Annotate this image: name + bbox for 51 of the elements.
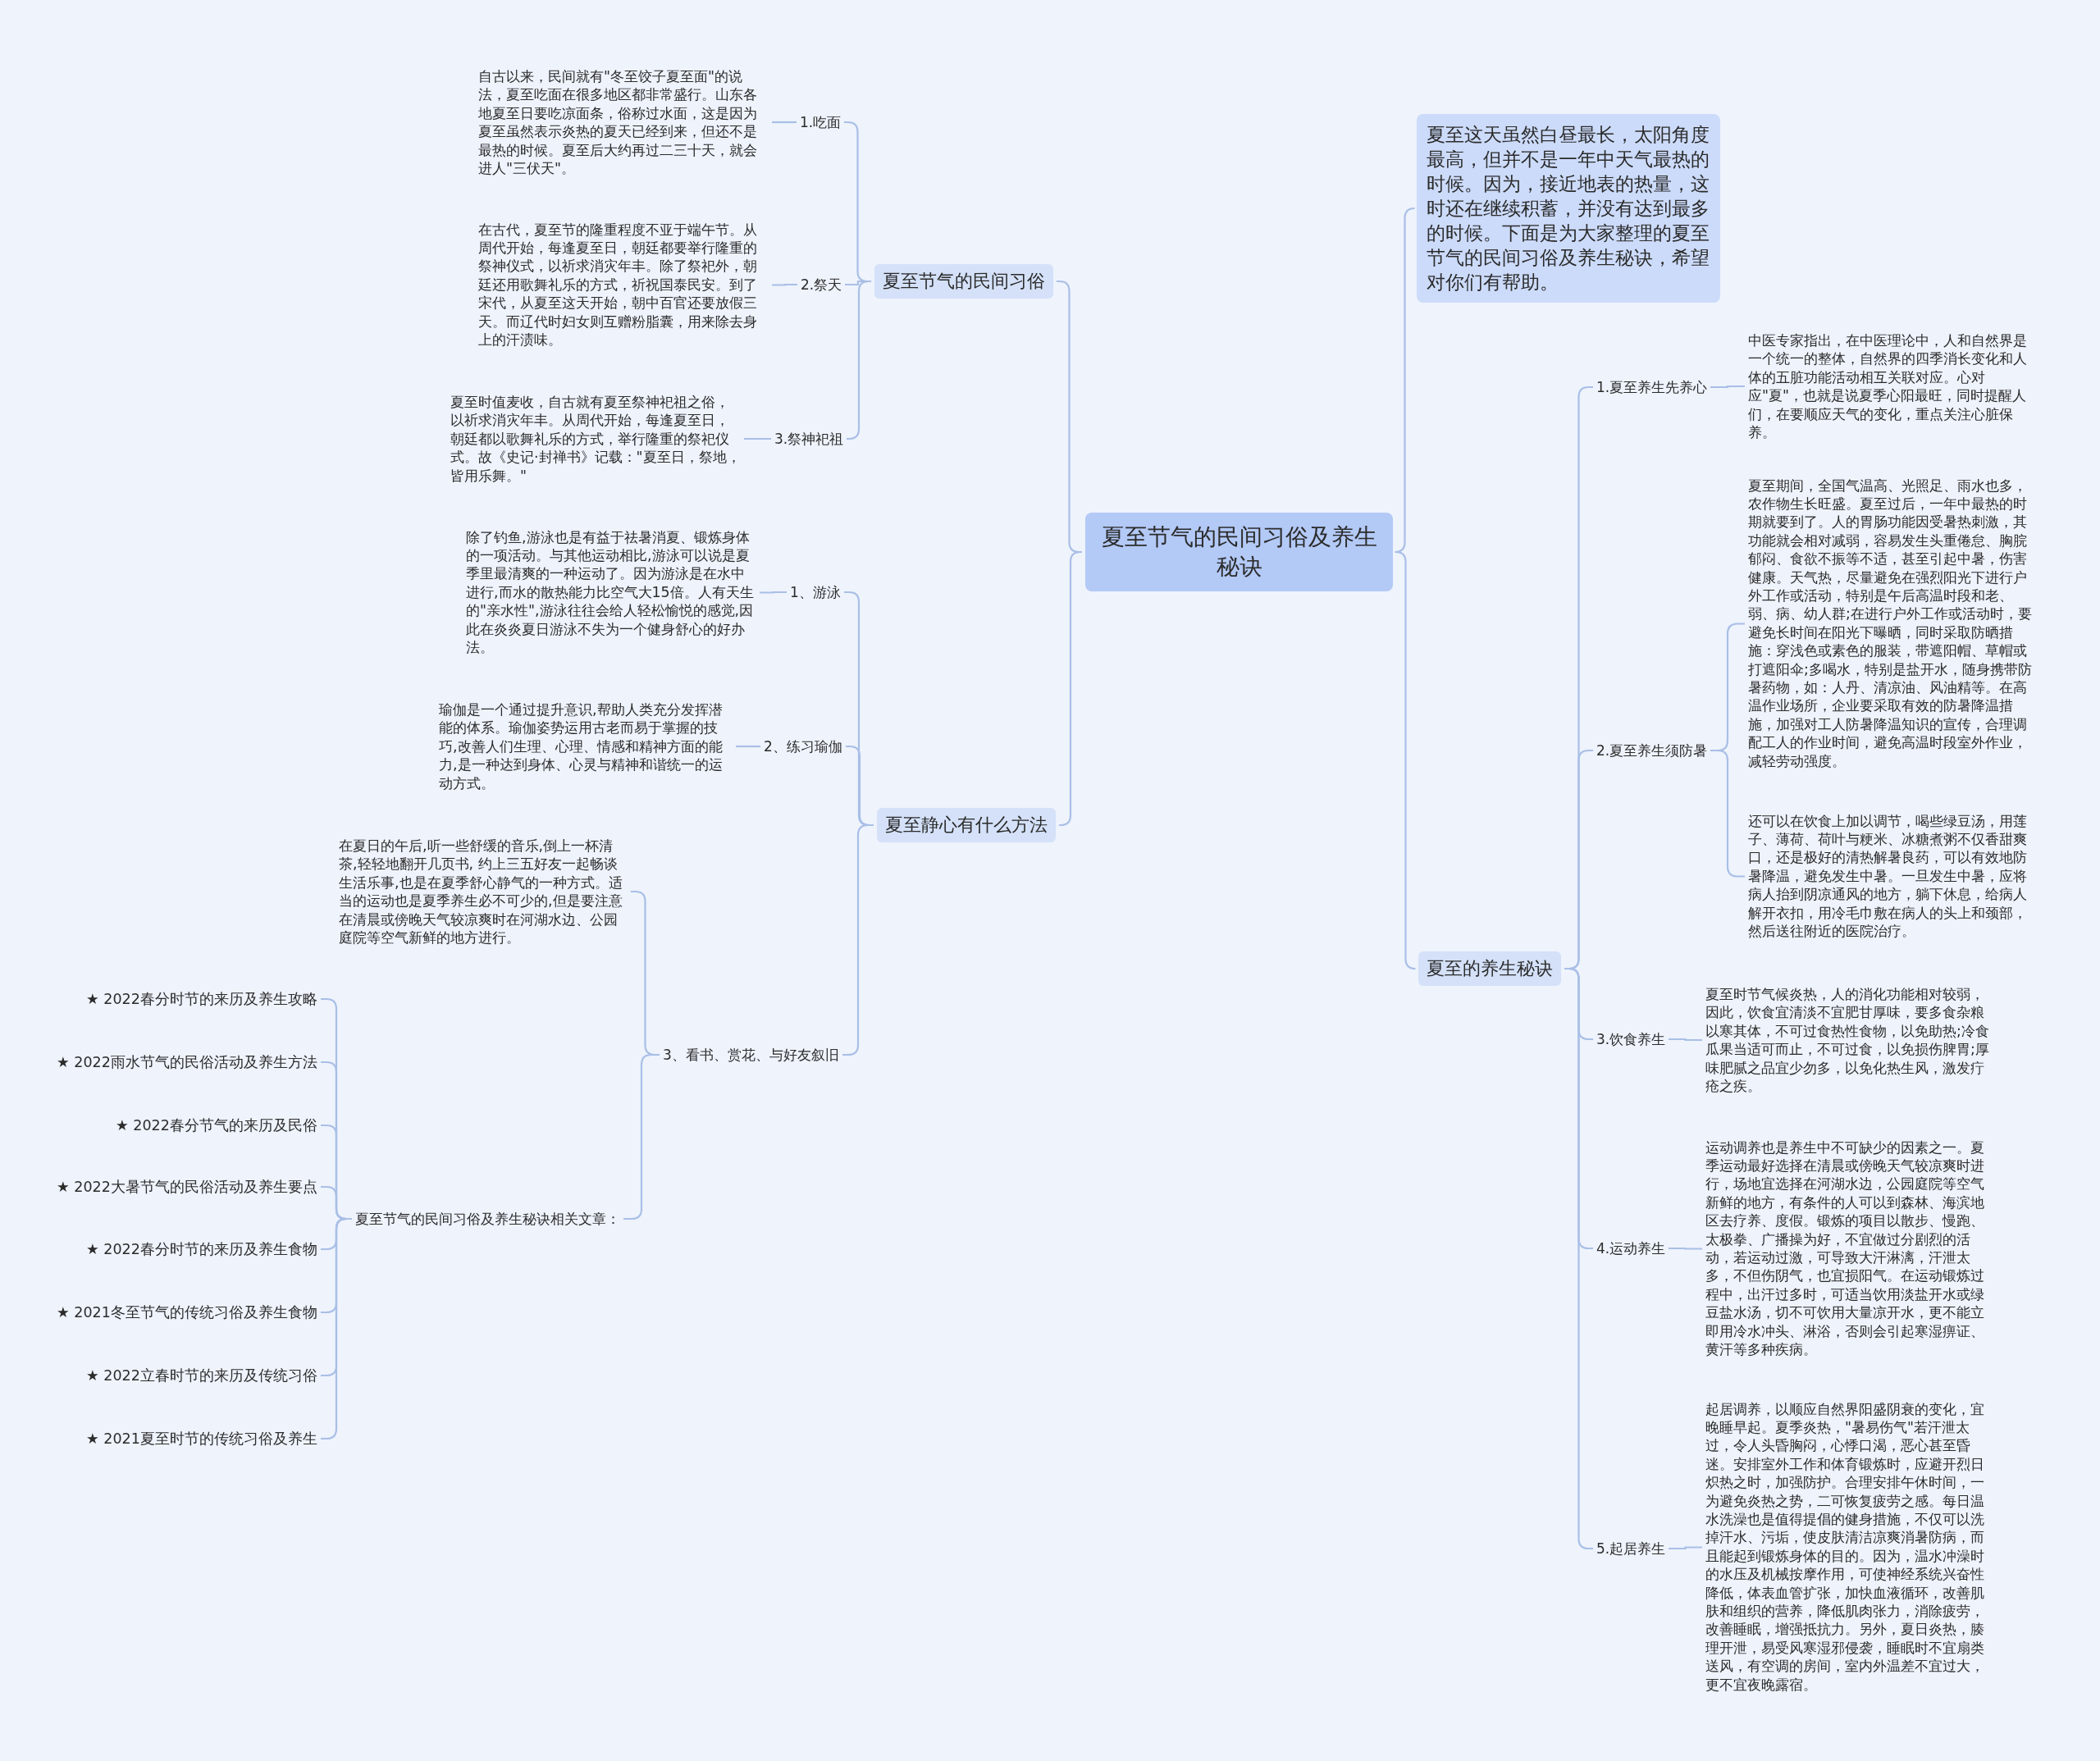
article-link-text: ★ 2022春分时节的来历及养生食物: [86, 1240, 317, 1258]
paragraph-text: 运动调养也是养生中不可缺少的因素之一。夏季运动最好选择在清晨或傍晚天气较凉爽时进行，场地宜选择在河湖水边，公园庭院等空气新鲜的地方，有条件的人可以到森林、海滨地区去疗养、度假。锻炼的项目以散步、慢跑、太极拳、广播操为好，不宜做过分剧烈的活动，若运动过激，可导致大汗淋漓，汗泄太多，不但伤阴气，也宜损阳气。在运动锻炼过程中，出汗过多时，可适当饮用淡盐开水或绿豆盐水汤，切不可饮用大量凉开水，更不能立即用冷水冲头、淋浴，否则会引起寒湿痹证、黄汗等多种疾病。: [1705, 1138, 1996, 1359]
connector-line: [760, 591, 787, 594]
connector-line: [1395, 550, 1417, 970]
subtopic-label: 1、游泳: [790, 583, 841, 601]
connector-line: [1669, 1247, 1702, 1250]
paragraph-text: 夏至时节气候炎热，人的消化功能相对较弱，因此，饮食宜清淡不宜肥甘厚味，要多食杂粮以寒其体，不可过食热性食物，以免助热;冷食瓜果当适可而止，不可过食，以免损伤脾胃;厚味肥腻之品宜少勿多，以免化热生风，激发疔疮之疾。: [1705, 985, 1996, 1096]
article-link-text: ★ 2022雨水节气的民俗活动及养生方法: [57, 1053, 317, 1071]
branch-topic-box: 夏至静心有什么方法: [877, 808, 1056, 842]
subtopic-label: 3.祭神祀祖: [774, 430, 844, 448]
connector-line: [1394, 207, 1416, 554]
connector-line: [1564, 967, 1593, 1550]
branch-topic-box: 夏至节气的民间习俗: [874, 264, 1053, 299]
connector-line: [736, 745, 760, 748]
paragraph-text: 自古以来，民间就有"冬至饺子夏至面"的说法，夏至吃面在很多地区都非常盛行。山东各地夏至日要吃凉面条，俗称过水面，这是因为夏至虽然表示炎热的夏天已经到来，但还不是最热的时候。夏至后大约再过二三十天，就会进人"三伏天"。: [478, 67, 769, 178]
connector-line: [847, 280, 871, 440]
subtopic-label: 4.运动养生: [1596, 1239, 1666, 1257]
paragraph-text: 夏至时值麦收，自古就有夏至祭神祀祖之俗，以祈求消灾年丰。从周代开始，每逢夏至日，朝廷都以歌舞礼乐的方式，举行隆重的祭祀仪式。故《史记·封禅书》记载："夏至日，祭地，皆用乐舞。": [450, 393, 741, 486]
connector-line: [744, 437, 771, 440]
subtopic-label: 5.起居养生: [1596, 1540, 1666, 1558]
connector-line: [1669, 1546, 1702, 1550]
subtopic-label: 1.吃面: [800, 113, 842, 131]
article-link-text: ★ 2021冬至节气的传统习俗及养生食物: [57, 1303, 317, 1321]
paragraph-text: 除了钓鱼,游泳也是有益于祛暑消夏、锻炼身体的一项活动。与其他运动相比,游泳可以说是夏季里最清爽的一种运动了。因为游泳是在水中进行,而水的散热能力比空气大15倍。人有天生的"亲水性",游泳往往会给人轻松愉悦的感觉,因此在炎炎夏日游泳不失为一个健身舒心的好办法。: [466, 527, 756, 657]
paragraph-text: 中医专家指出，在中医理论中，人和自然界是一个统一的整体，自然界的四季消长变化和人体的五脏功能活动相互关联对应。心对应"夏"，也就是说夏季心阳最旺，同时提醒人们，在要顺应天气的变化，重点关注心脏保养。: [1748, 331, 2038, 442]
central-topic-box: 夏至节气的民间习俗及养生秘诀: [1085, 513, 1393, 591]
connector-line: [1669, 1038, 1702, 1042]
subtopic-label: 3.饮食养生: [1596, 1030, 1666, 1048]
connector-line: [772, 121, 797, 124]
paragraph-text: 还可以在饮食上加以调节，喝些绿豆汤，用莲子、薄荷、荷叶与粳米、冰糖煮粥不仅香甜爽口，还是极好的清热解暑良药，可以有效地防暑降温，避免发生中暑。一旦发生中暑，应将病人抬到阴凉通风的地方，躺下休息，给病人解开衣扣，用冷毛巾敷在病人的头上和颈部，然后送往附近的医院治疗。: [1748, 811, 2038, 941]
subtopic-label: 2.祭天: [801, 276, 842, 294]
article-link-text: ★ 2021夏至时节的传统习俗及养生: [86, 1430, 317, 1448]
article-link-text: ★ 2022立春时节的来历及传统习俗: [86, 1366, 317, 1385]
article-link-text: ★ 2022春分时节的来历及养生攻略: [86, 990, 317, 1008]
article-link-text: ★ 2022春分节气的来历及民俗: [116, 1116, 317, 1134]
subtopic-label: 1.夏至养生先养心: [1596, 378, 1708, 396]
subtopic-label: 2、练习瑜伽: [764, 737, 842, 755]
connector-line: [1058, 550, 1083, 827]
paragraph-text: 瑜伽是一个通过提升意识,帮助人类充分发挥潜能的体系。瑜伽姿势运用古老而易于掌握的技巧,改善人们生理、心理、情感和精神方面的能力,是一种达到身体、心灵与精神和谐统一的运动方式。: [439, 700, 733, 793]
subtopic-label: 3、看书、赏花、与好友叙旧: [663, 1046, 839, 1064]
intro-box: 夏至这天虽然白昼最长，太阳角度最高，但并不是一年中天气最热的时候。因为，接近地表的热量，这时还在继续积蓄，并没有达到最多的时候。下面是为大家整理的夏至节气的民间习俗及养生秘诀，希望对你们有帮助。: [1417, 114, 1720, 303]
paragraph-text: 在夏日的午后,听一些舒缓的音乐,倒上一杯清茶,轻轻地翻开几页书, 约上三五好友一起畅谈生活乐事,也是在夏季舒心静气的一种方式。适当的运动也是夏季养生必不可少的,但是要注意在清晨或傍晚天气较凉爽时在河湖水边、公园庭院等空气新鲜的地方进行。: [339, 837, 628, 947]
connector-line: [772, 283, 797, 286]
paragraph-text: 起居调养，以顺应自然界阳盛阴衰的变化，宜晚睡早起。夏季炎热，"暑易伤气"若汗泄太过，令人头昏胸闷，心悸口渴，恶心甚至昏迷。安排室外工作和体育锻炼时，应避开烈日炽热之时，加强防护。合理安排午休时间，一为避免炎热之势，二可恢复疲劳之感。每日温水洗澡也是值得提倡的健身措施，不仅可以洗掉汗水、污垢，使皮肤清洁凉爽消暑防病，而且能起到锻炼身体的目的。因为，温水冲澡时的水压及机械按摩作用，可使神经系统兴奋性降低，体表血管扩张，加快血液循环，改善肌肤和组织的营养，降低肌肉张力，消除疲劳，改善睡眠，增强抵抗力。另外，夏日炎热，腠理开泄，易受风寒湿邪侵袭，睡眠时不宜扇类送风，有空调的房间，室内外温差不宜过大，更不宜夜晚露宿。: [1705, 1399, 1996, 1694]
article-link-text: ★ 2022大暑节气的民俗活动及养生要点: [57, 1178, 317, 1196]
branch-topic-box: 夏至的养生秘诀: [1418, 951, 1561, 986]
paragraph-text: 在古代，夏至节的隆重程度不亚于端午节。从周代开始，每逢夏至日，朝廷都要举行隆重的祭神仪式，以祈求消灾年丰。除了祭祀外，朝廷还用歌舞礼乐的方式，祈祝国泰民安。到了宋代，从夏至这天开始，朝中百官还要放假三天。而辽代时妇女则互赠粉脂囊，用来除去身上的汗渍味。: [478, 220, 769, 349]
connector-line: [1710, 385, 1745, 389]
subtopic-label: 2.夏至养生须防暑: [1596, 741, 1708, 760]
paragraph-text: 夏至期间，全国气温高、光照足、雨水也多，农作物生长旺盛。夏至过后，一年中最热的时期就要到了。人的胃肠功能因受暑热刺激，其功能就会相对减弱，容易发生头重倦怠、胸脘郁闷、食欲不振等不适，甚至引起中暑，伤害健康。天气热，尽量避免在强烈阳光下进行户外工作或活动，特别是午后高温时段和老、弱、病、幼人群;在进行户外工作或活动时，要避免长时间在阳光下曝晒，同时采取防晒措施：穿浅色或素色的服装，带遮阳帽、草帽或打遮阳伞;多喝水，特别是盐开水，随身携带防暑药物，如：人丹、清凉油、风油精等。在高温作业场所，企业要采取有效的防暑降温措施，加强对工人防暑降温知识的宣传，合理调配工人的作业时间，避免高温时段室外作业，减轻劳动强度。: [1748, 476, 2038, 770]
subtopic-label: 夏至节气的民间习俗及养生秘诀相关文章：: [355, 1210, 620, 1228]
